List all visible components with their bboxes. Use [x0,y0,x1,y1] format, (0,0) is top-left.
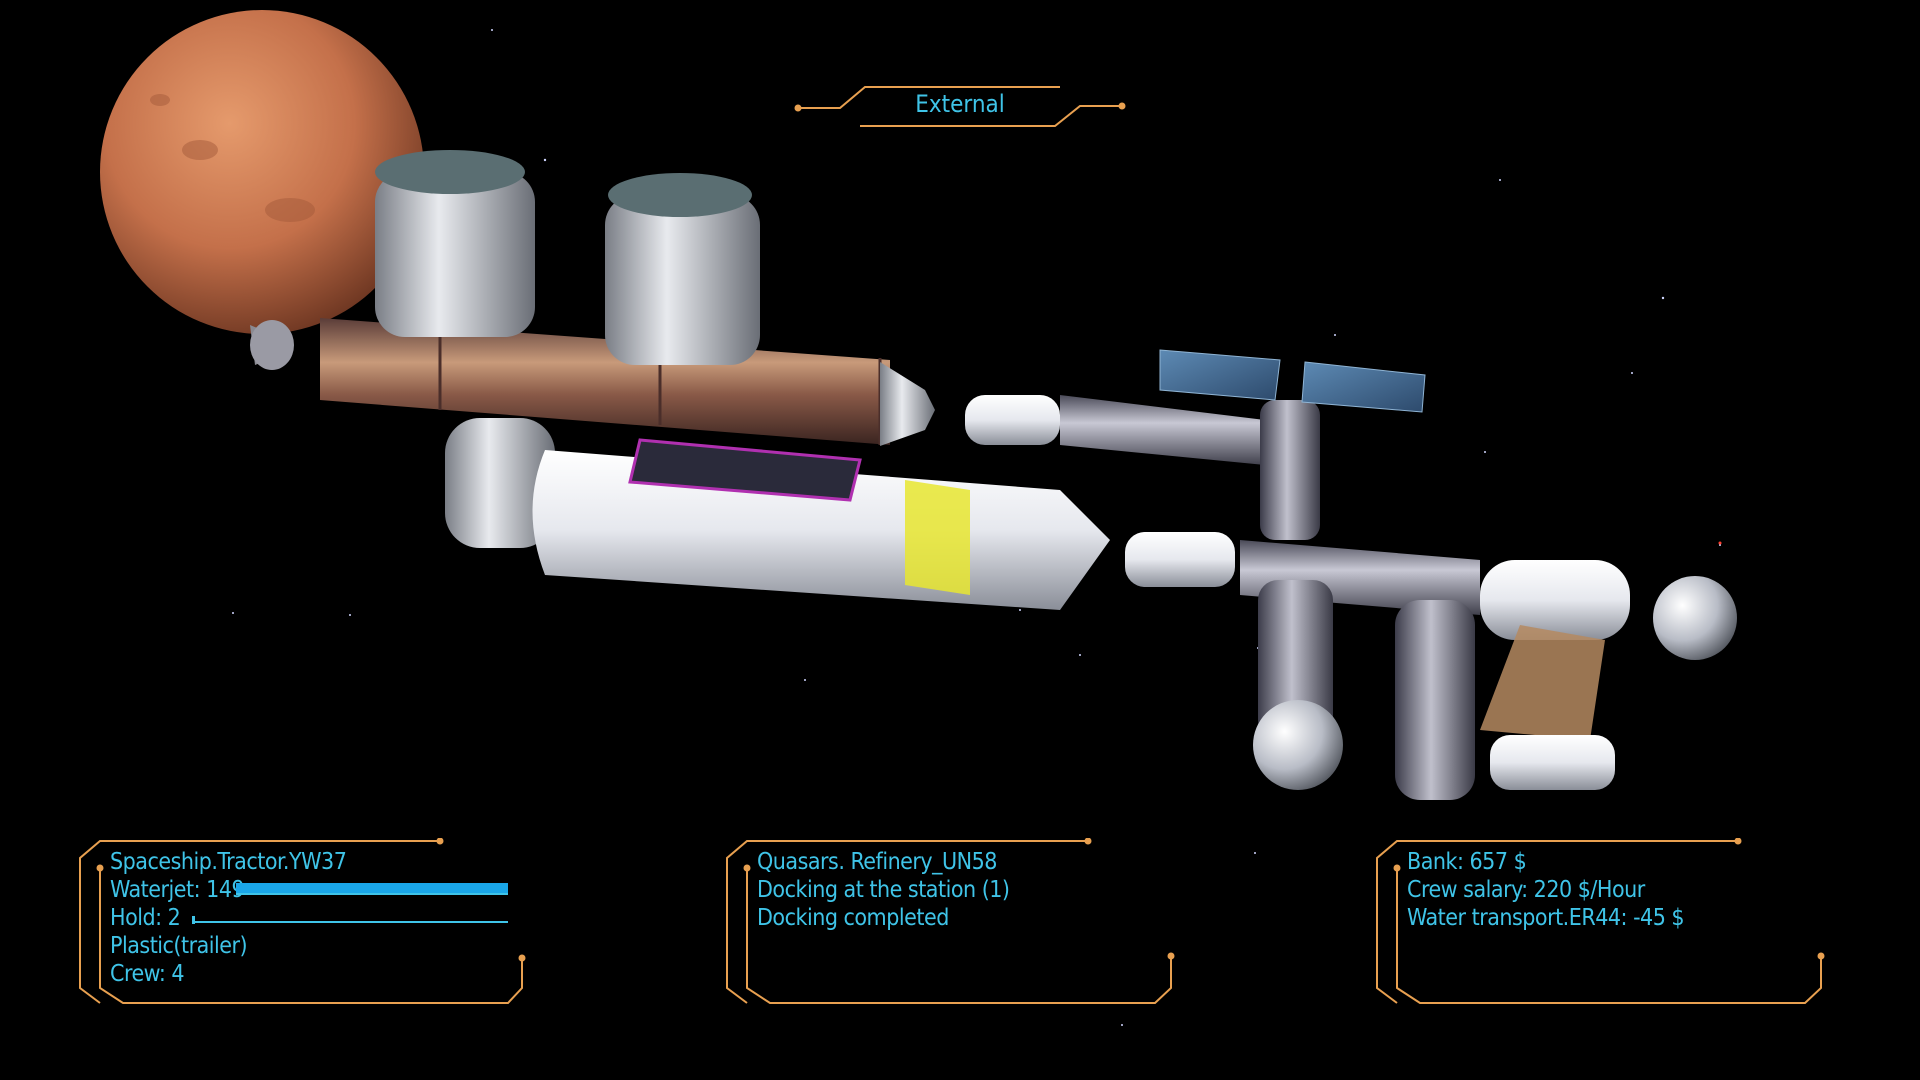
view-tab-frame [794,86,1126,127]
waterjet-label: Waterjet: 149 [110,877,245,903]
status-message-1: Docking at the station (1) [757,877,1010,903]
hold-label: Hold: 2 [110,905,181,931]
station-name: Quasars. Refinery_UN58 [757,849,997,875]
refinery-station [1060,349,1737,800]
status-panel: Quasars. Refinery_UN58 Docking at the st… [725,838,1175,1008]
planet [100,10,424,334]
status-panel-frame [726,838,1175,1004]
view-mode-label: External [915,90,1005,118]
ship-panel-frame [79,838,526,1004]
tractor-ship [250,150,1110,610]
waterjet-track [236,893,508,895]
ship-name: Spaceship.Tractor.YW37 [110,849,347,875]
finance-panel: Bank: 657 $ Crew salary: 220 $/Hour Wate… [1375,838,1825,1008]
cargo-type: Plastic(trailer) [110,933,248,959]
hold-track [192,921,508,923]
view-mode-tab[interactable]: External [790,82,1130,130]
finance-panel-frame [1376,838,1825,1004]
hold-bar [192,916,195,924]
waterjet-bar [236,883,508,893]
transport-cost: Water transport.ER44: -45 $ [1407,905,1685,931]
ship-panel: Spaceship.Tractor.YW37 Waterjet: 149 Hol… [78,838,528,1008]
status-message-2: Docking completed [757,905,949,931]
bank-balance: Bank: 657 $ [1407,849,1527,875]
station-connectors [965,395,1235,587]
crew-count: Crew: 4 [110,961,185,987]
crew-salary: Crew salary: 220 $/Hour [1407,877,1645,903]
